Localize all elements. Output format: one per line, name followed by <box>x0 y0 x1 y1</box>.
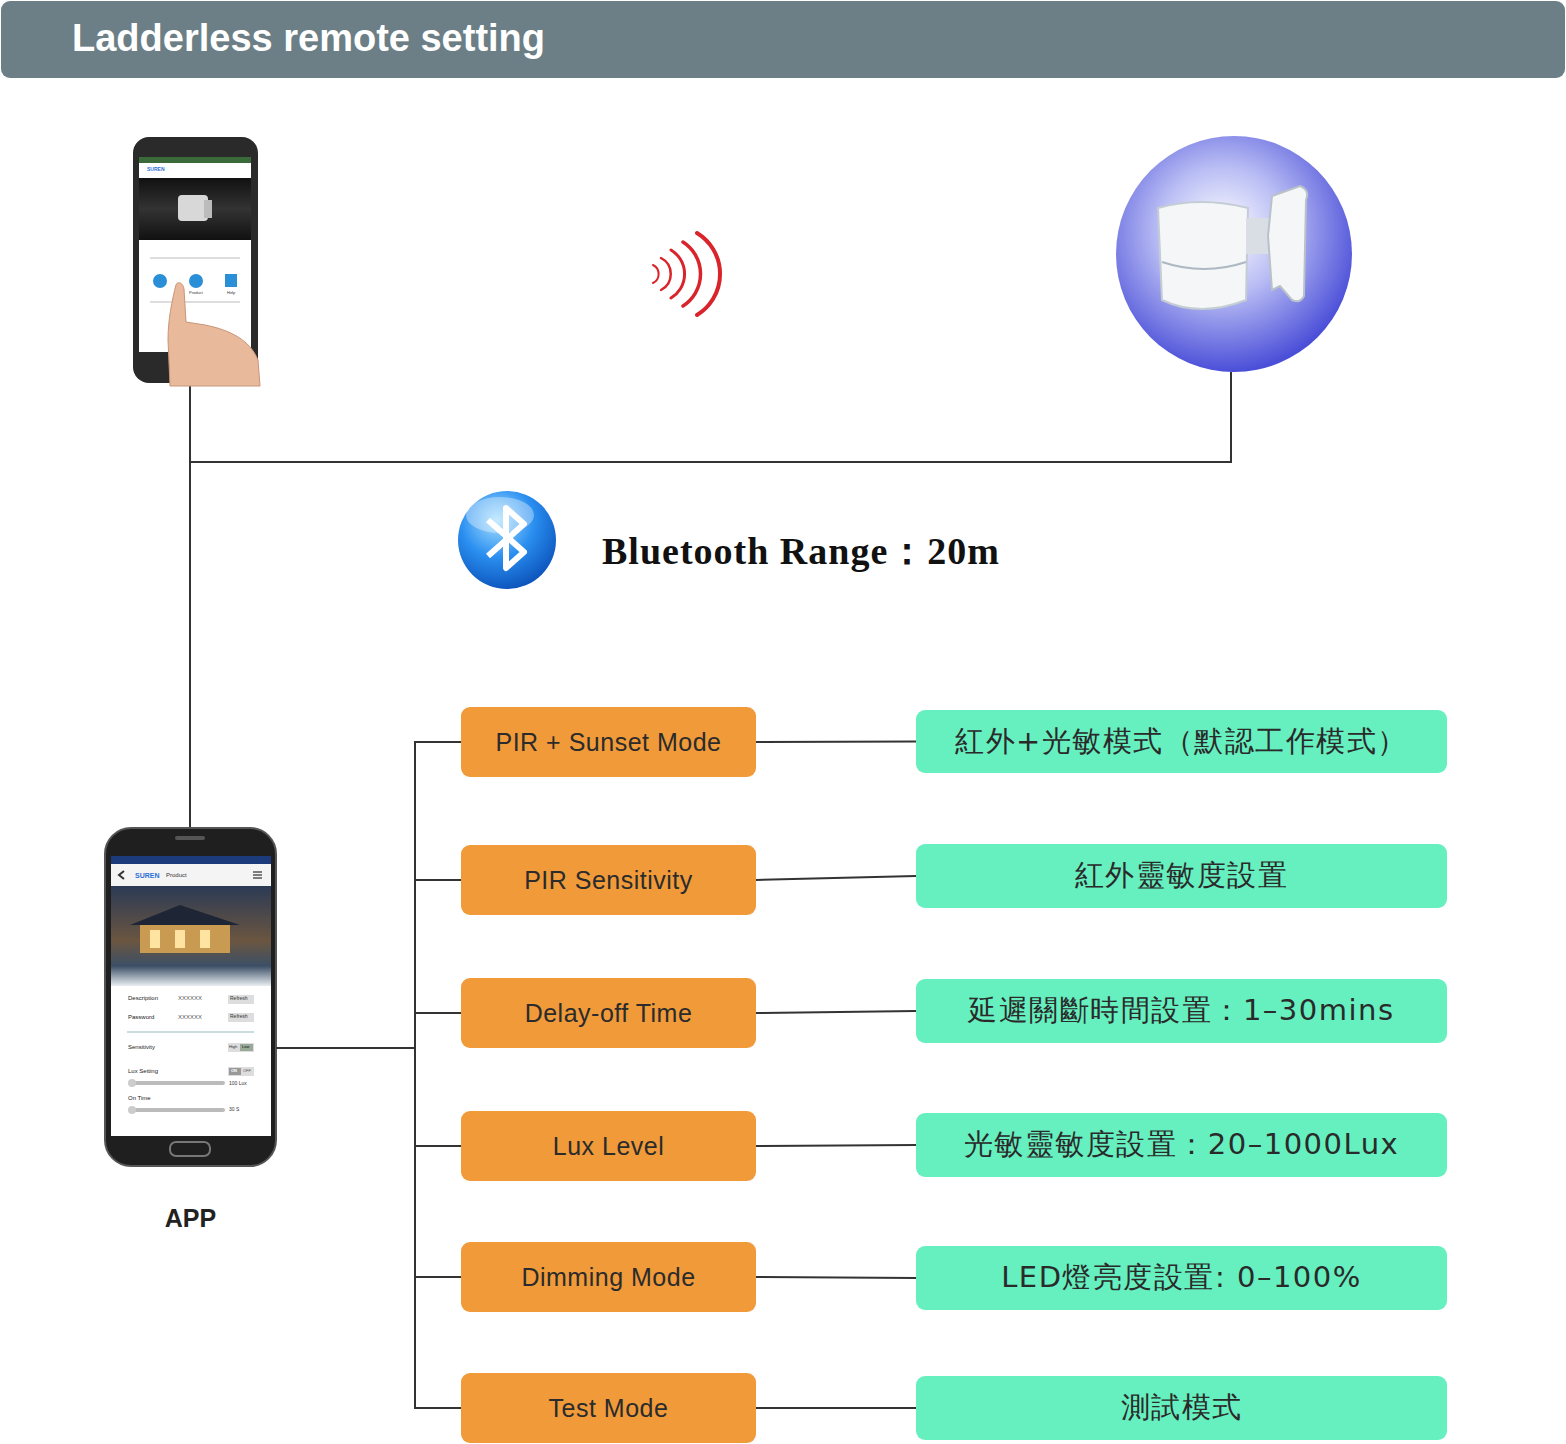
connector <box>756 1145 916 1146</box>
app-label: APP <box>105 1204 276 1233</box>
setting-name: PIR + Sunset Mode <box>496 728 722 757</box>
setting-description: 紅外+光敏模式（默認工作模式） <box>955 722 1408 762</box>
range-label: Bluetooth Range：20m <box>602 532 1000 570</box>
setting-name: Test Mode <box>549 1394 669 1423</box>
connector <box>276 1048 461 1277</box>
connector-line <box>276 1048 461 1408</box>
setting-description: 紅外靈敏度設置 <box>1075 856 1289 896</box>
setting-box: PIR + Sunset Mode <box>461 707 756 777</box>
phone-illustration <box>133 137 260 386</box>
screen-text: Low <box>242 1045 249 1049</box>
screen-text: Lux Setting <box>128 1068 158 1074</box>
connector <box>756 1408 916 1409</box>
screen-text: XXXXXX <box>178 995 202 1001</box>
screen-text: OFF <box>243 1069 251 1073</box>
screen-text: 100 Lux <box>229 1081 247 1086</box>
setting-name: Dimming Mode <box>521 1263 695 1292</box>
screen-text: Product <box>189 291 203 295</box>
title-band <box>1 1 1565 78</box>
description-box: 紅外+光敏模式（默認工作模式） <box>916 710 1447 773</box>
screen-text: 30 S <box>229 1107 239 1112</box>
description-box: 延遲關斷時間設置：1–30mins <box>916 979 1447 1043</box>
setting-description: 延遲關斷時間設置：1–30mins <box>968 991 1394 1031</box>
connector <box>756 876 916 880</box>
wire <box>190 372 1231 462</box>
setting-name: Lux Level <box>553 1132 665 1161</box>
screen-text: SUREN <box>147 167 165 172</box>
setting-box: Test Mode <box>461 1373 756 1443</box>
connector-line <box>756 1145 916 1146</box>
screen-text: SUREN <box>135 872 160 879</box>
connector-line <box>756 1407 916 1409</box>
setting-description: 測試模式 <box>1121 1388 1243 1428</box>
connector <box>276 1013 461 1048</box>
connector-line <box>276 1013 461 1048</box>
screen-text: Password <box>128 1014 154 1020</box>
title-text: Ladderless remote setting <box>72 19 545 57</box>
wire <box>189 462 191 828</box>
connector-line <box>276 742 461 1048</box>
screen-text: On Time <box>128 1095 151 1101</box>
bluetooth-symbol <box>458 491 556 589</box>
setting-name: PIR Sensitivity <box>524 866 693 895</box>
connector <box>276 1048 461 1146</box>
screen-text: XXXXXX <box>178 1014 202 1020</box>
screen-text: Product <box>166 872 187 878</box>
setting-description: LED燈亮度設置: 0–100% <box>1001 1258 1362 1298</box>
screen-text: Description <box>128 995 158 1001</box>
setting-box: PIR Sensitivity <box>461 845 756 915</box>
connector-line <box>756 1011 916 1013</box>
connector-line <box>756 741 916 744</box>
setting-box: Delay-off Time <box>461 978 756 1048</box>
screen-text: Sensitivity <box>128 1044 155 1050</box>
connector-line <box>756 876 916 880</box>
connector <box>276 742 461 1048</box>
setting-box: Dimming Mode <box>461 1242 756 1312</box>
screen-text: ON <box>231 1069 237 1073</box>
sensor-illustration <box>1116 136 1352 372</box>
phone-illustration <box>105 828 276 1166</box>
setting-name: Delay-off Time <box>525 999 693 1028</box>
description-box: LED燈亮度設置: 0–100% <box>916 1246 1447 1310</box>
connector-line <box>276 1048 461 1146</box>
screen-text: High <box>229 1045 237 1049</box>
description-box: 光敏靈敏度設置：20–1000Lux <box>916 1113 1447 1177</box>
screen-text: Refresh <box>230 1014 248 1019</box>
connector <box>276 880 461 1048</box>
connector <box>756 1277 916 1278</box>
description-box: 測試模式 <box>916 1376 1447 1440</box>
signal-symbol <box>653 233 720 315</box>
setting-box: Lux Level <box>461 1111 756 1181</box>
connector-line <box>276 1048 461 1277</box>
connector-line <box>756 1277 916 1278</box>
screen-text: Help <box>227 291 235 295</box>
setting-description: 光敏靈敏度設置：20–1000Lux <box>964 1125 1399 1165</box>
connector-line <box>276 880 461 1048</box>
description-box: 紅外靈敏度設置 <box>916 844 1447 908</box>
connector <box>276 1048 461 1408</box>
connector <box>756 741 916 743</box>
connector <box>756 1011 916 1013</box>
screen-text: Refresh <box>230 996 248 1001</box>
